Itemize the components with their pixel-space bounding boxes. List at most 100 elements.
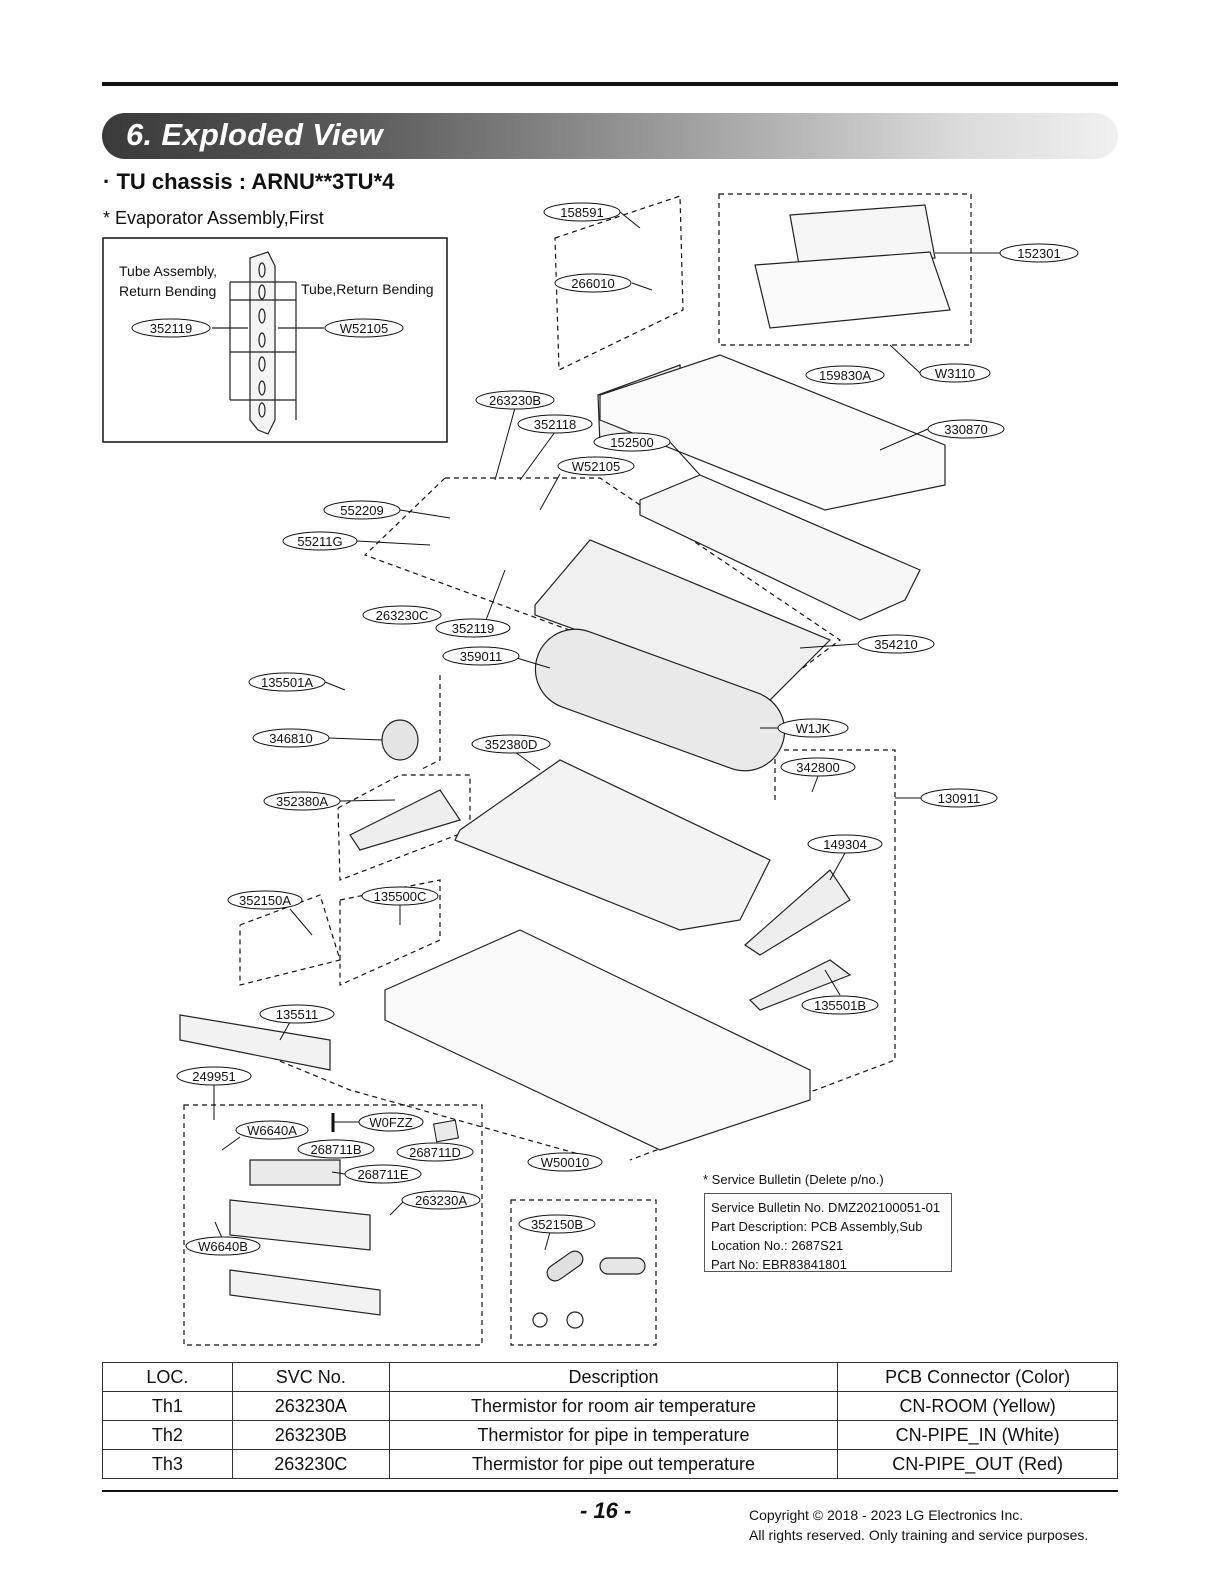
cell-loc: Th3 [102, 1449, 233, 1479]
cell-svc-no: 263230C [231, 1449, 390, 1479]
callout-149304: 149304 [807, 834, 883, 881]
callout-266010-label: 266010 [571, 276, 614, 291]
inset-left-label-2: Return Bending [119, 283, 216, 299]
service-bulletin-line-3: Location No.: 2687S21 [711, 1238, 844, 1253]
callout-w3110: W3110 [889, 344, 991, 383]
header-loc: LOC. [102, 1362, 233, 1392]
callout-w0fzz-label: W0FZZ [369, 1115, 412, 1130]
callout-352119: 352119 [435, 569, 511, 638]
evaporator-inset-box [102, 237, 448, 443]
callout-w6640A-label: W6640A [247, 1123, 297, 1138]
callout-354210: 354210 [799, 634, 935, 654]
bottom-rule [102, 1490, 1118, 1492]
callout-346810: 346810 [252, 728, 383, 748]
callout-w1jk-label: W1JK [796, 721, 831, 736]
inset-callout-352119-label: 352119 [150, 321, 192, 336]
callout-263230B: 263230B [475, 390, 555, 481]
tube-plate-drawing [212, 251, 324, 435]
callout-158591-label: 158591 [560, 205, 603, 220]
callout-135511: 135511 [259, 1004, 335, 1041]
cell-loc: Th1 [102, 1391, 233, 1421]
callout-w52105: W52105 [539, 456, 635, 511]
callout-352150B-label: 352150B [531, 1217, 583, 1232]
header-description: Description [388, 1362, 839, 1392]
callout-359011-label: 359011 [460, 649, 502, 664]
cell-description: Thermistor for room air temperature [388, 1391, 839, 1421]
callout-268711D-label: 268711D [409, 1145, 461, 1160]
chassis-heading: · TU chassis : ARNU**3TU*4 [103, 169, 395, 194]
cell-svc-no: 263230A [231, 1391, 390, 1421]
cell-loc: Th2 [102, 1420, 233, 1450]
callout-263230C-label: 263230C [376, 608, 429, 623]
callout-135511-label: 135511 [276, 1007, 318, 1022]
callout-359011: 359011 [442, 646, 551, 669]
callout-158591: 158591 [543, 202, 641, 229]
callout-330870-label: 330870 [944, 422, 987, 437]
callout-249951-label: 249951 [192, 1069, 235, 1084]
callout-152301-label: 152301 [1017, 246, 1060, 261]
callout-130911-label: 130911 [938, 791, 980, 806]
callout-149304-label: 149304 [823, 837, 866, 852]
callout-135501A: 135501A [248, 672, 346, 692]
service-bulletin-box: Service Bulletin No. DMZ202100051-01 Par… [704, 1193, 952, 1272]
callout-130911: 130911 [895, 788, 998, 808]
callout-268711B: 268711B [297, 1139, 375, 1159]
callout-330870: 330870 [879, 419, 1005, 451]
header-pcb-connector: PCB Connector (Color) [837, 1362, 1118, 1392]
callout-346810-label: 346810 [269, 731, 312, 746]
callout-266010: 266010 [554, 273, 653, 293]
callout-352118-label: 352118 [534, 417, 576, 432]
table-header-row: LOC. SVC No. Description PCB Connector (… [102, 1362, 1118, 1392]
callout-263230A-label: 263230A [415, 1193, 467, 1208]
callout-352380D: 352380D [471, 734, 551, 771]
evaporator-subheading: * Evaporator Assembly,First [103, 208, 324, 228]
callout-152500-label: 152500 [610, 435, 653, 450]
callout-159830A-label: 159830A [819, 368, 871, 383]
callout-263230C: 263230C [362, 605, 442, 625]
cell-pcb-connector: CN-ROOM (Yellow) [837, 1391, 1118, 1421]
callout-w6640B-label: W6640B [198, 1239, 248, 1254]
service-bulletin-line-4: Part No: EBR83841801 [711, 1257, 847, 1272]
copyright-line-1: Copyright © 2018 - 2023 LG Electronics I… [749, 1507, 1024, 1523]
top-rule [102, 82, 1118, 86]
service-bulletin-note: * Service Bulletin (Delete p/no.) [703, 1172, 884, 1187]
service-bulletin-line-2: Part Description: PCB Assembly,Sub [711, 1219, 923, 1234]
inset-right-label: Tube,Return Bending [301, 281, 434, 297]
callout-249951: 249951 [176, 1066, 252, 1120]
callout-263230A: 263230A [389, 1190, 481, 1216]
callout-268711B-label: 268711B [310, 1142, 361, 1157]
callout-159830A: 159830A [805, 365, 885, 385]
callout-342800: 342800 [780, 757, 856, 793]
callout-268711D: 268711D [396, 1119, 474, 1162]
callout-135501B: 135501B [801, 969, 879, 1015]
callout-552209-label: 552209 [340, 503, 383, 518]
inset-callout-w52105-label: W52105 [340, 321, 388, 336]
inset-callout-352119: 352119 [131, 318, 211, 338]
callout-135500C-label: 135500C [374, 889, 427, 904]
callout-352118: 352118 [517, 414, 593, 481]
callout-354210-label: 354210 [874, 637, 917, 652]
callout-352380A: 352380A [263, 791, 396, 811]
part-drawings [179, 204, 951, 1329]
callout-w52105-label: W52105 [572, 459, 620, 474]
callout-135501B-label: 135501B [814, 998, 866, 1013]
table-row: Th3 263230C Thermistor for pipe out temp… [102, 1449, 1118, 1479]
copyright-line-2: All rights reserved. Only training and s… [749, 1527, 1089, 1543]
exploded-view-diagram: Tube Assembly, Return Bending Tube,Retur… [102, 193, 1079, 1346]
table-row: Th2 263230B Thermistor for pipe in tempe… [102, 1420, 1118, 1450]
callout-w0fzz: W0FZZ [331, 1112, 424, 1132]
section-title: 6. Exploded View [126, 117, 383, 152]
service-bulletin-line-1: Service Bulletin No. DMZ202100051-01 [711, 1200, 941, 1215]
callout-135501A-label: 135501A [261, 675, 313, 690]
callout-352380A-label: 352380A [276, 794, 328, 809]
callout-268711E: 268711E [331, 1164, 422, 1184]
callout-55211G-label: 55211G [297, 534, 342, 549]
copyright-notice: Copyright © 2018 - 2023 LG Electronics I… [749, 1505, 1088, 1545]
cell-description: Thermistor for pipe out temperature [388, 1449, 839, 1479]
callout-55211G: 55211G [282, 531, 431, 551]
cell-description: Thermistor for pipe in temperature [388, 1420, 839, 1450]
callout-152301: 152301 [935, 243, 1079, 263]
callout-263230B-label: 263230B [489, 393, 541, 408]
callout-w6640A: W6640A [221, 1120, 309, 1151]
callout-342800-label: 342800 [796, 760, 839, 775]
